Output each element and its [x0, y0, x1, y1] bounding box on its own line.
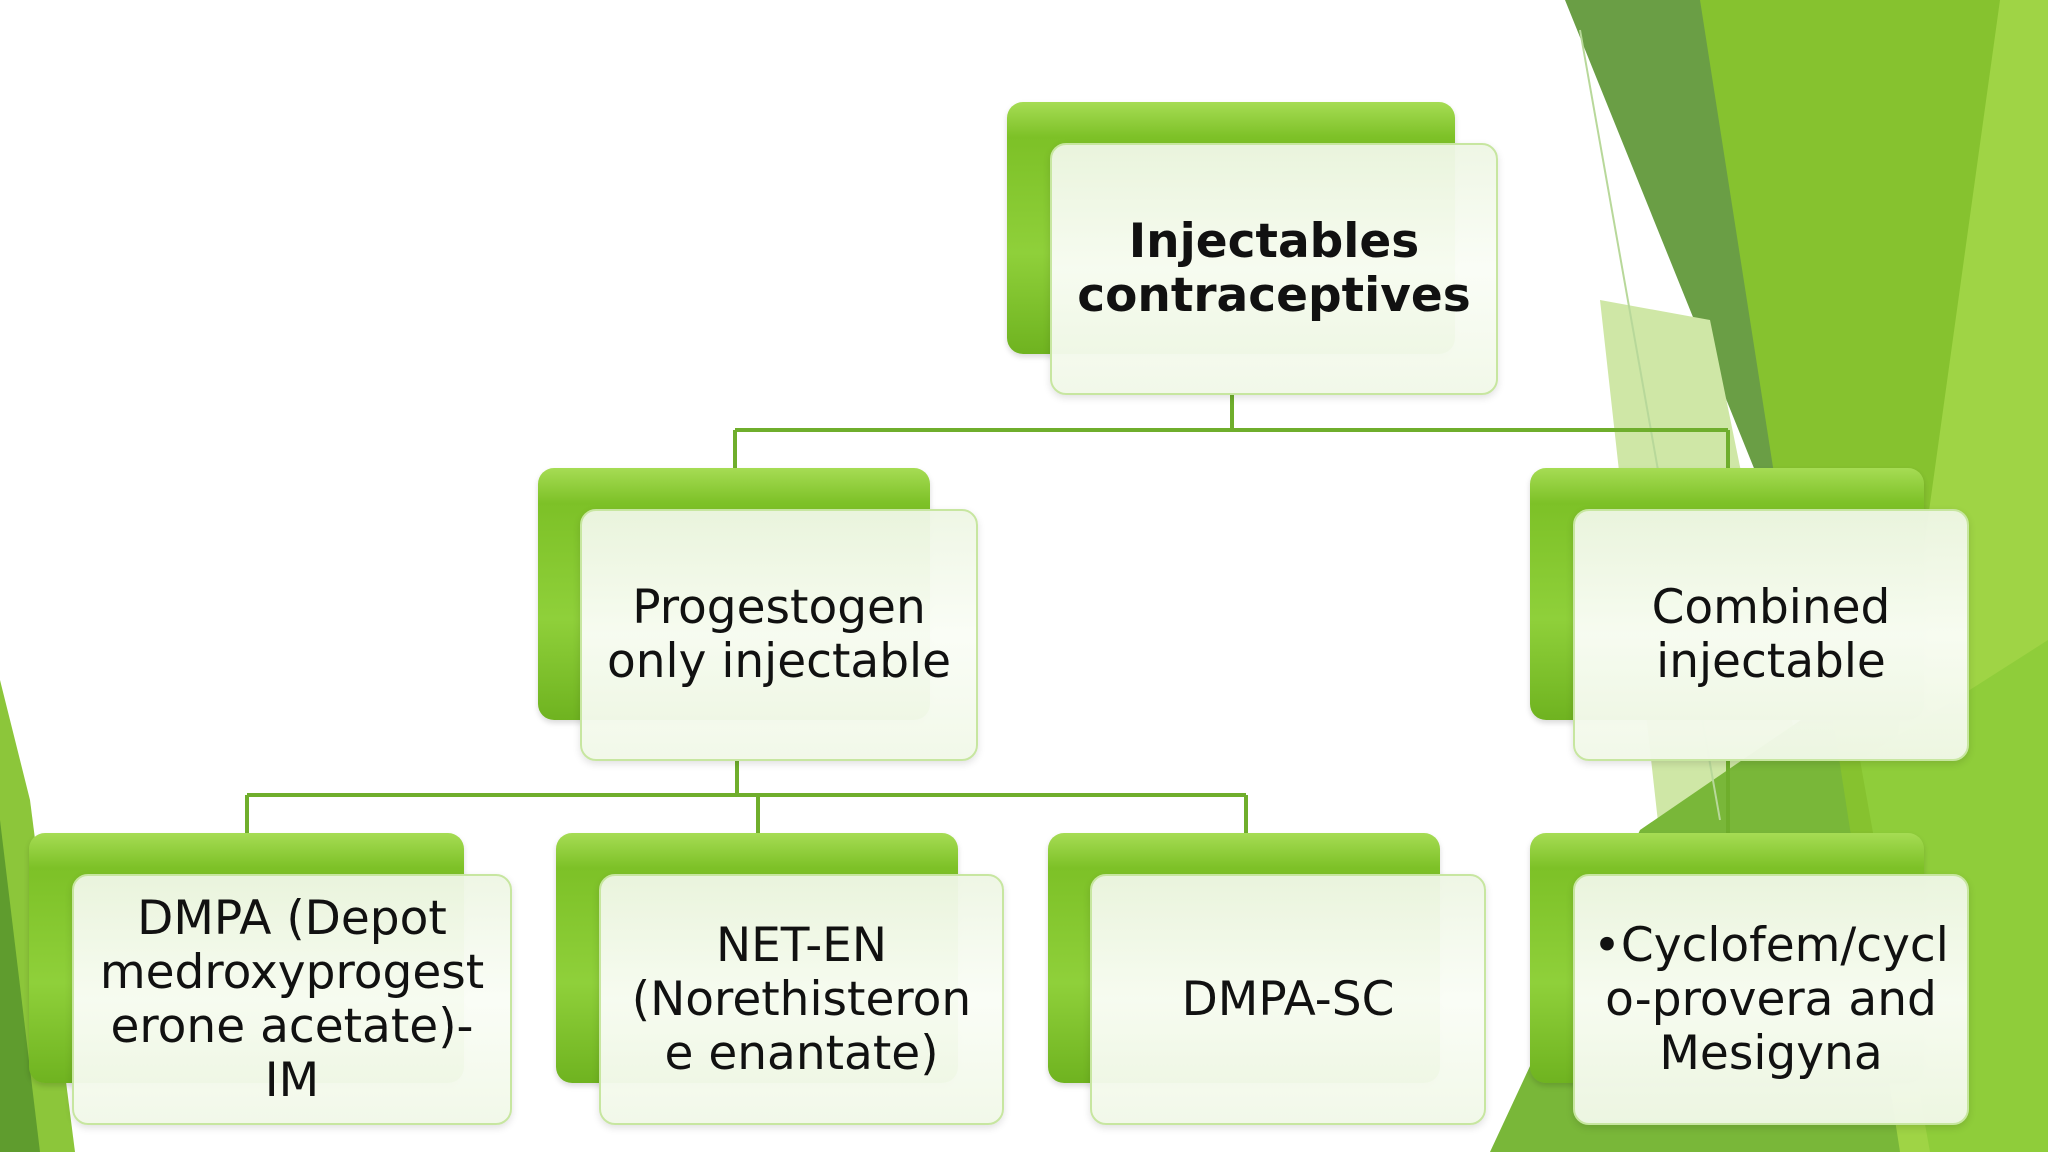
dmpa-im-node-label: DMPA (Depot medroxyprogest erone acetate…	[99, 890, 485, 1108]
progestogen-node-label: Progestogen only injectable	[606, 580, 952, 689]
combined-node-label: Combined injectable	[1651, 580, 1891, 689]
connector-root-to-level1	[733, 395, 1730, 470]
combined-node-front: Combined injectable	[1573, 509, 1969, 761]
cyclofem-node-label: •Cyclofem/cycl o-provera and Mesigyna	[1593, 917, 1949, 1081]
net-en-node-label: NET-EN (Norethisteron e enantate)	[631, 917, 972, 1081]
dmpa-im-node-front: DMPA (Depot medroxyprogest erone acetate…	[72, 874, 512, 1125]
root-node-label: Injectables contraceptives	[1077, 214, 1471, 323]
cyclofem-node-front: •Cyclofem/cycl o-provera and Mesigyna	[1573, 874, 1969, 1125]
connector-progestogen-to-children	[245, 760, 1248, 833]
dmpa-sc-node-front: DMPA-SC	[1090, 874, 1486, 1125]
progestogen-node-front: Progestogen only injectable	[580, 509, 978, 761]
root-node-front: Injectables contraceptives	[1050, 143, 1498, 395]
dmpa-sc-node-label: DMPA-SC	[1181, 971, 1395, 1027]
net-en-node-front: NET-EN (Norethisteron e enantate)	[599, 874, 1004, 1125]
